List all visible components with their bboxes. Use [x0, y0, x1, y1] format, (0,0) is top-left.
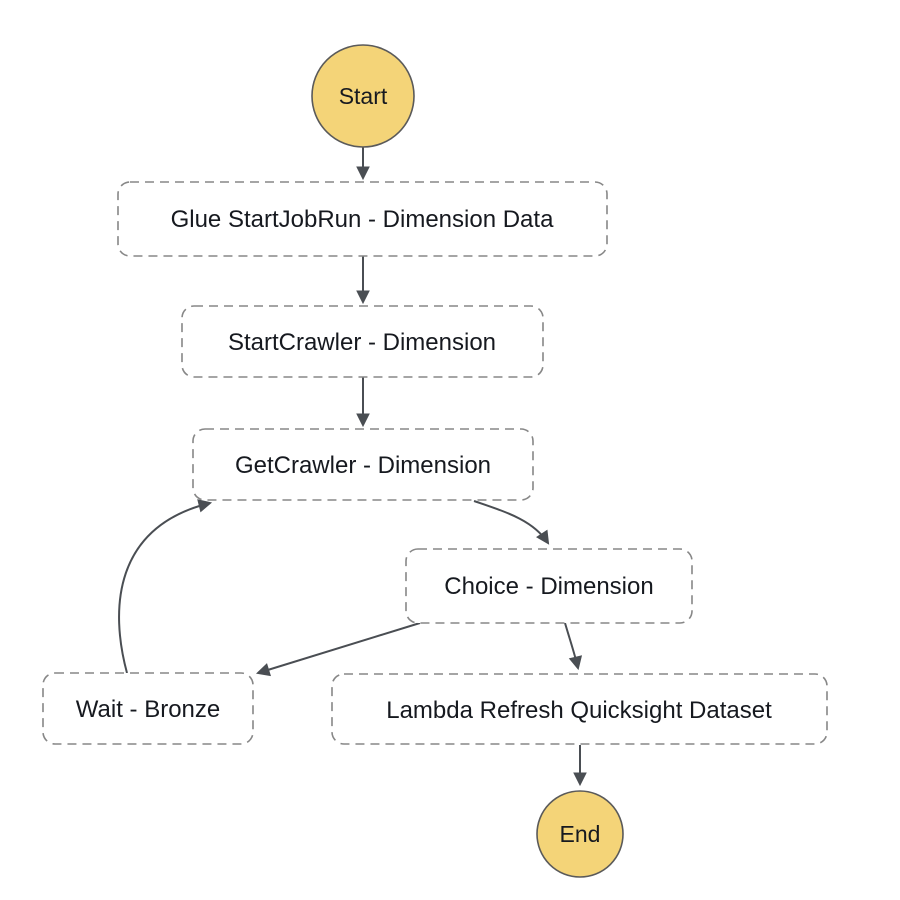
node-getcrawler-dimension[interactable]: GetCrawler - Dimension	[192, 428, 534, 501]
choice-box[interactable]	[405, 548, 693, 624]
end-circle	[536, 790, 624, 878]
edges	[118, 147, 587, 787]
edge-choice-to-wait	[255, 622, 421, 677]
end-label: End	[560, 821, 601, 847]
node-choice-dimension[interactable]: Choice - Dimension	[405, 548, 693, 624]
getcrawler-label: GetCrawler - Dimension	[235, 452, 491, 479]
node-wait-bronze[interactable]: Wait - Bronze	[42, 672, 254, 745]
startcrawler-box[interactable]	[181, 305, 544, 378]
start-label: Start	[339, 83, 388, 109]
choice-label: Choice - Dimension	[444, 573, 653, 600]
start-circle	[311, 44, 415, 148]
getcrawler-box[interactable]	[192, 428, 534, 501]
edge-wait-to-getcrawler	[118, 499, 213, 674]
wait-bronze-box[interactable]	[42, 672, 254, 745]
node-start: Start	[311, 44, 415, 148]
glue-startjobrun-box[interactable]	[117, 181, 608, 257]
edge-getcrawler-to-choice	[473, 500, 550, 545]
node-end: End	[536, 790, 624, 878]
lambda-refresh-label: Lambda Refresh Quicksight Dataset	[386, 697, 772, 724]
startcrawler-label: StartCrawler - Dimension	[228, 329, 496, 356]
node-startcrawler-dimension[interactable]: StartCrawler - Dimension	[181, 305, 544, 378]
node-lambda-refresh-quicksight-dataset[interactable]: Lambda Refresh Quicksight Dataset	[331, 673, 828, 745]
edge-choice-to-lambda	[564, 622, 583, 671]
glue-startjobrun-label: Glue StartJobRun - Dimension Data	[171, 206, 554, 233]
wait-bronze-label: Wait - Bronze	[76, 696, 220, 723]
node-glue-startjobrun-dimension-data[interactable]: Glue StartJobRun - Dimension Data	[117, 181, 608, 257]
lambda-refresh-box[interactable]	[331, 673, 828, 745]
